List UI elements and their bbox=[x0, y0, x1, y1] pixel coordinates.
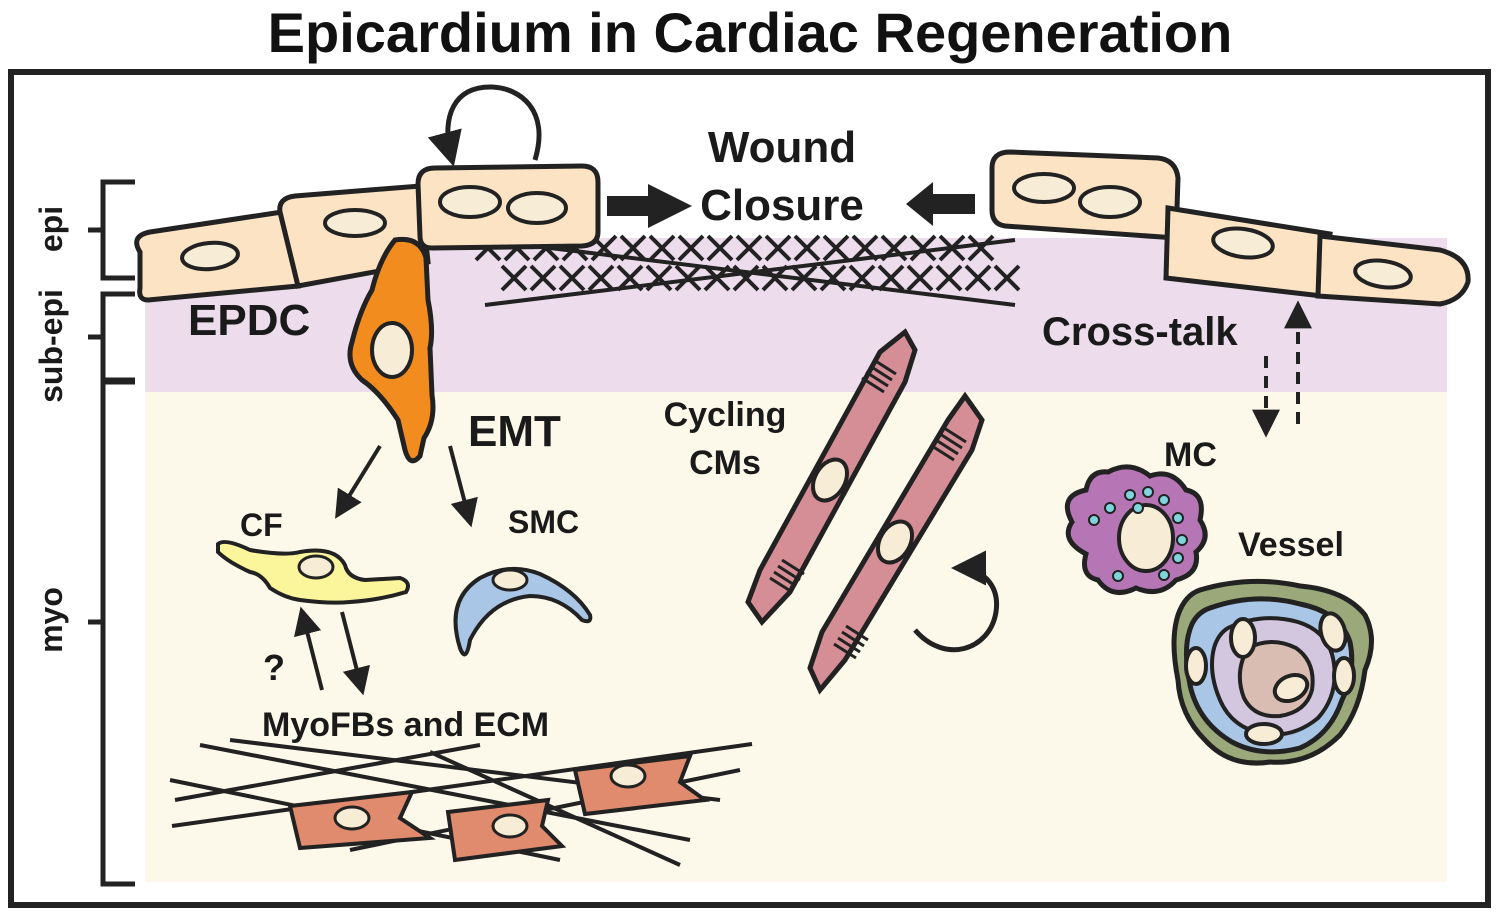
ecm-cross-mark bbox=[822, 234, 850, 262]
vessel-nuclei bbox=[1184, 611, 1356, 746]
layer-label-subepi: sub-epi bbox=[33, 289, 69, 403]
label-vessel: Vessel bbox=[1238, 526, 1344, 564]
label-smc: SMC bbox=[508, 504, 579, 540]
ecm-cross-mark bbox=[616, 264, 644, 292]
myo-bracket bbox=[88, 379, 135, 887]
ecm-cross-mark bbox=[909, 234, 937, 262]
subepi-bracket bbox=[88, 291, 135, 383]
macrophage-granules bbox=[1088, 486, 1188, 582]
label-crosstalk: Cross-talk bbox=[1042, 310, 1238, 354]
ecm-cross-mark bbox=[877, 264, 905, 292]
ecm-cross-mark bbox=[964, 264, 992, 292]
proliferation-arrow-epicardium bbox=[427, 84, 542, 167]
ecm-cross-mark bbox=[619, 234, 647, 262]
layer-label-myo: myo bbox=[33, 587, 69, 653]
layer-label-epi: epi bbox=[33, 206, 69, 252]
proliferation-arrow-cms bbox=[913, 550, 1000, 653]
cardiomyocyte-striations bbox=[769, 358, 967, 660]
ecm-cross-mark bbox=[793, 234, 821, 262]
label-mc: MC bbox=[1164, 436, 1217, 474]
ecm-cross-mark bbox=[967, 234, 995, 262]
label-myofbs-ecm: MyoFBs and ECM bbox=[262, 706, 549, 744]
ecm-cross-mark bbox=[706, 234, 734, 262]
ecm-cross-mark bbox=[674, 264, 702, 292]
arrow-myofb-to-cf bbox=[294, 606, 324, 691]
diagram-frame bbox=[8, 69, 1491, 908]
ecm-cross-mark bbox=[500, 264, 528, 292]
ecm-cross-mark bbox=[848, 264, 876, 292]
smc-nucleus bbox=[491, 568, 529, 592]
cardiomyocyte-nuclei bbox=[810, 457, 915, 565]
diagram-title: Epicardium in Cardiac Regeneration bbox=[267, 1, 1233, 64]
ecm-cross-mark bbox=[587, 264, 615, 292]
epdc-nucleus bbox=[370, 321, 414, 379]
ecm-cross-mark bbox=[703, 264, 731, 292]
label-cycling: Cycling bbox=[664, 396, 787, 434]
label-cf: CF bbox=[240, 507, 283, 543]
arrow-epdc-to-cf bbox=[335, 444, 382, 519]
ecm-cross-mark bbox=[732, 264, 760, 292]
label-question: ? bbox=[263, 647, 285, 688]
ecm-cross-mark bbox=[645, 264, 673, 292]
ecm-cross-mark bbox=[819, 264, 847, 292]
ecm-cross-mark bbox=[648, 234, 676, 262]
ecm-cross-mark bbox=[935, 264, 963, 292]
epicardial-nuclei-right bbox=[1012, 172, 1413, 290]
label-closure: Closure bbox=[700, 181, 864, 230]
ecm-cross-mark bbox=[558, 264, 586, 292]
ecm-cross-mark bbox=[677, 234, 705, 262]
wound-closure-arrow-left bbox=[906, 182, 975, 226]
ecm-cross-mark bbox=[529, 264, 557, 292]
ecm-cross-mark bbox=[906, 264, 934, 292]
myofibroblast-nuclei bbox=[333, 763, 647, 839]
ecm-cross-mark bbox=[938, 234, 966, 262]
label-cms: CMs bbox=[689, 444, 761, 482]
layer-brackets bbox=[88, 179, 135, 887]
ecm-cross-mark bbox=[764, 234, 792, 262]
ecm-cross-mark bbox=[880, 234, 908, 262]
ecm-cross-mark bbox=[761, 264, 789, 292]
arrow-cf-to-myofb bbox=[340, 611, 370, 696]
smc-cell bbox=[453, 566, 593, 657]
label-wound: Wound bbox=[708, 123, 856, 172]
epicardial-nuclei-left bbox=[180, 185, 568, 272]
label-emt: EMT bbox=[468, 407, 561, 456]
label-epdc: EPDC bbox=[188, 296, 310, 345]
epi-bracket bbox=[88, 179, 135, 281]
ecm-cross-mark bbox=[790, 264, 818, 292]
ecm-cross-mark bbox=[851, 234, 879, 262]
arrow-epdc-to-smc bbox=[448, 445, 478, 528]
wound-closure-arrow-right bbox=[607, 184, 692, 228]
ecm-cross-mark bbox=[993, 264, 1021, 292]
myofibroblasts bbox=[287, 753, 711, 863]
ecm-cross-mark bbox=[735, 234, 763, 262]
macrophage-nucleus bbox=[1117, 503, 1175, 573]
cf-nucleus bbox=[297, 554, 335, 580]
